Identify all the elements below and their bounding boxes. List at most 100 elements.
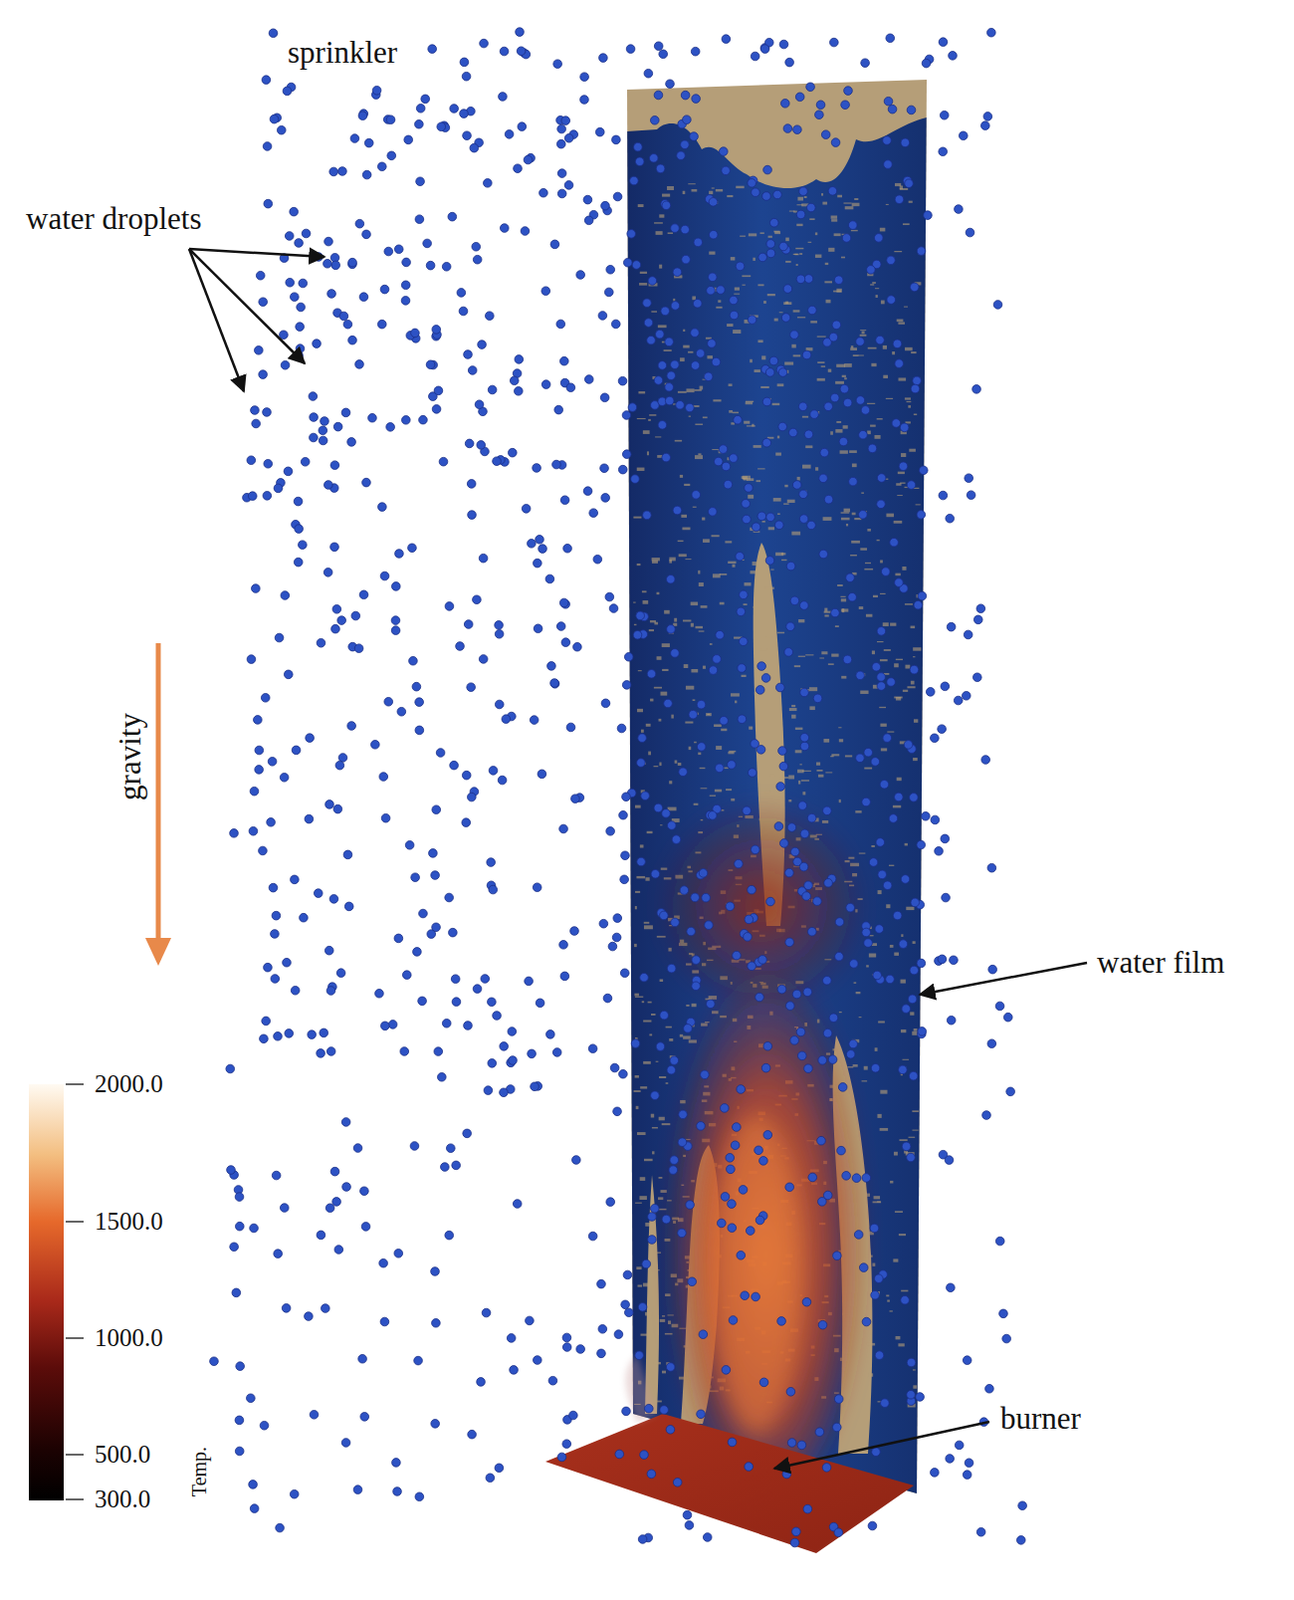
water-droplet	[800, 732, 810, 742]
water-droplet	[557, 1452, 567, 1462]
dry-speckle	[893, 520, 903, 524]
water-droplet	[632, 260, 642, 270]
dry-speckle	[639, 282, 647, 286]
water-droplet	[690, 46, 700, 56]
water-droplet	[623, 1270, 633, 1280]
dry-speckle	[658, 214, 664, 217]
dry-speckle	[697, 570, 700, 575]
dry-speckle	[797, 476, 801, 481]
water-droplet	[690, 892, 700, 902]
water-droplet	[295, 322, 305, 332]
dry-speckle	[732, 564, 736, 568]
water-droplet	[889, 537, 899, 547]
water-droplet	[572, 1155, 582, 1165]
dry-speckle	[670, 714, 673, 719]
water-droplet	[940, 681, 950, 691]
water-droplet	[371, 740, 381, 750]
dry-speckle	[895, 696, 901, 700]
water-droplet	[715, 763, 725, 773]
water-droplet	[807, 203, 817, 213]
dry-speckle	[666, 186, 674, 191]
water-droplet	[372, 85, 382, 95]
water-droplet	[557, 189, 567, 199]
dry-speckle	[757, 283, 764, 286]
water-droplet	[415, 697, 425, 707]
water-droplet	[693, 237, 703, 247]
water-droplet	[416, 177, 426, 187]
dry-speckle	[816, 762, 821, 766]
dry-speckle	[648, 414, 656, 417]
water-droplet	[426, 260, 435, 270]
water-droplet	[431, 405, 441, 415]
dry-speckle	[637, 418, 647, 420]
dry-speckle	[880, 747, 887, 751]
water-droplet	[498, 92, 508, 102]
water-droplet	[378, 502, 388, 512]
water-droplet	[381, 1021, 391, 1031]
water-droplet	[280, 360, 290, 370]
water-droplet	[637, 758, 647, 768]
water-droplet	[368, 413, 378, 423]
water-droplet	[423, 238, 432, 248]
water-droplet	[290, 874, 300, 884]
water-droplet	[321, 1303, 331, 1313]
water-droplet	[621, 851, 631, 861]
water-droplet	[254, 765, 264, 775]
water-droplet	[901, 1141, 911, 1151]
dry-speckle	[750, 570, 758, 574]
dry-speckle	[867, 347, 877, 350]
water-droplet	[327, 289, 337, 299]
water-droplet	[672, 505, 682, 515]
water-droplet	[719, 715, 729, 725]
dry-speckle	[717, 299, 721, 303]
water-droplet	[824, 494, 834, 504]
water-droplet	[696, 699, 706, 709]
water-droplet	[319, 1028, 329, 1038]
water-droplet	[380, 284, 390, 294]
water-droplet	[876, 672, 886, 682]
water-droplet	[750, 51, 760, 61]
dry-speckle	[818, 774, 824, 778]
dry-speckle	[640, 271, 647, 274]
water-droplet	[702, 1532, 712, 1542]
water-droplet	[279, 330, 289, 340]
water-droplet	[668, 1165, 678, 1175]
water-droplet	[987, 27, 997, 37]
dry-speckle	[841, 598, 847, 602]
water-droplet	[472, 595, 482, 605]
water-droplet	[736, 1084, 746, 1094]
water-droplet	[862, 1316, 871, 1326]
water-droplet	[755, 685, 765, 695]
water-droplet	[552, 459, 562, 469]
dry-speckle	[886, 1299, 890, 1302]
dry-speckle	[741, 274, 751, 277]
water-droplet	[684, 1520, 694, 1530]
water-droplet	[916, 246, 926, 256]
water-droplet	[560, 356, 570, 366]
water-droplet	[680, 90, 690, 100]
water-droplet	[650, 115, 660, 125]
water-droplet	[834, 1527, 844, 1537]
water-droplet	[647, 1212, 657, 1222]
water-droplet	[792, 480, 802, 490]
water-droplet	[463, 350, 473, 360]
water-droplet	[293, 557, 303, 567]
dry-speckle	[658, 264, 662, 269]
dry-speckle	[653, 1361, 661, 1364]
water-droplet	[802, 891, 812, 901]
water-droplet	[792, 989, 802, 999]
dry-speckle	[752, 257, 755, 261]
water-droplet	[906, 1152, 916, 1162]
water-droplet	[291, 745, 301, 755]
dry-speckle	[835, 381, 845, 385]
dry-speckle	[852, 512, 857, 516]
dry-speckle	[896, 494, 903, 496]
water-droplet	[823, 975, 833, 985]
water-droplet	[360, 1186, 370, 1196]
water-droplet	[597, 1279, 607, 1289]
water-droplet	[832, 320, 842, 330]
water-droplet	[561, 116, 571, 126]
water-droplet	[938, 37, 948, 47]
water-droplet	[599, 53, 609, 63]
